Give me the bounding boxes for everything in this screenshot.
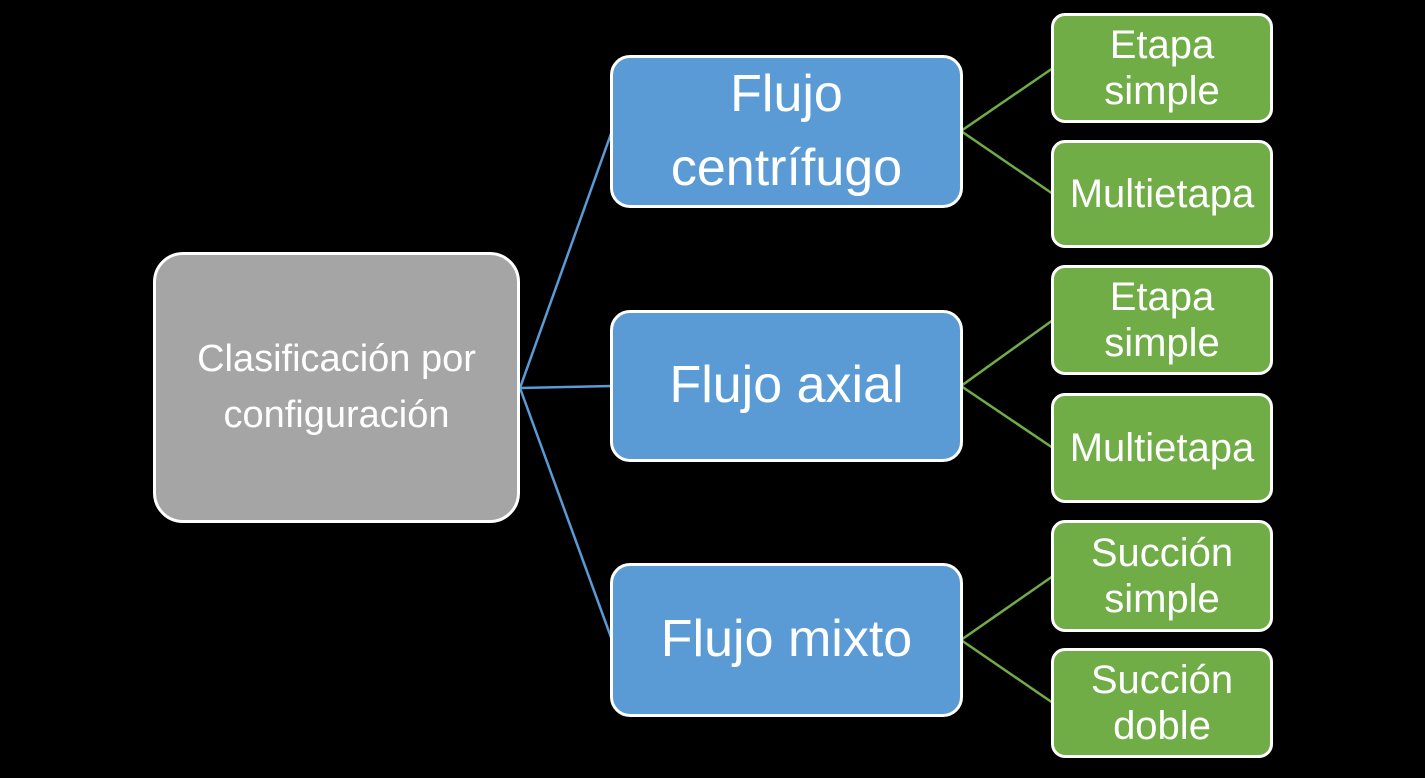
- connector-root-to-mixto: [518, 387, 614, 641]
- connector-mixto-to-succion-simple: [960, 574, 1054, 642]
- leaf-node-multietapa-centrifugo: Multietapa: [1051, 140, 1273, 248]
- branch-node-flujo-axial-label: Flujo axial: [669, 356, 904, 415]
- leaf-node-etapa-simple-axial: Etapa simple: [1051, 265, 1273, 375]
- connector-centrifugo-to-etapa-simple: [960, 66, 1054, 133]
- connector-root-to-axial: [519, 384, 613, 390]
- branch-node-flujo-centrifugo-label: Flujo centrífugo: [670, 64, 903, 197]
- leaf-node-multietapa-centrifugo-label: Multietapa: [1069, 171, 1255, 216]
- leaf-node-multietapa-axial: Multietapa: [1051, 393, 1273, 503]
- connector-root-to-centrifugo: [518, 130, 614, 389]
- connector-axial-to-etapa-simple: [960, 318, 1054, 388]
- leaf-node-etapa-simple-centrifugo: Etapa simple: [1051, 13, 1273, 123]
- branch-node-flujo-centrifugo: Flujo centrífugo: [610, 55, 963, 208]
- branch-node-flujo-mixto-label: Flujo mixto: [660, 610, 913, 669]
- leaf-node-etapa-simple-axial-label: Etapa simple: [1104, 274, 1220, 365]
- leaf-node-succion-simple: Succión simple: [1051, 520, 1273, 632]
- leaf-node-multietapa-axial-label: Multietapa: [1069, 425, 1255, 470]
- leaf-node-succion-doble-label: Succión doble: [1090, 657, 1234, 748]
- leaf-node-succion-simple-label: Succión simple: [1090, 530, 1234, 621]
- leaf-node-etapa-simple-centrifugo-label: Etapa simple: [1104, 22, 1220, 113]
- connector-mixto-to-succion-doble: [960, 638, 1054, 705]
- connector-centrifugo-to-multietapa: [960, 129, 1054, 196]
- root-node-label: Clasificación por configuración: [197, 338, 476, 436]
- branch-node-flujo-axial: Flujo axial: [610, 310, 963, 462]
- leaf-node-succion-doble: Succión doble: [1051, 648, 1273, 758]
- branch-node-flujo-mixto: Flujo mixto: [610, 563, 963, 717]
- connector-axial-to-multietapa: [960, 384, 1054, 450]
- root-node: Clasificación por configuración: [153, 252, 520, 523]
